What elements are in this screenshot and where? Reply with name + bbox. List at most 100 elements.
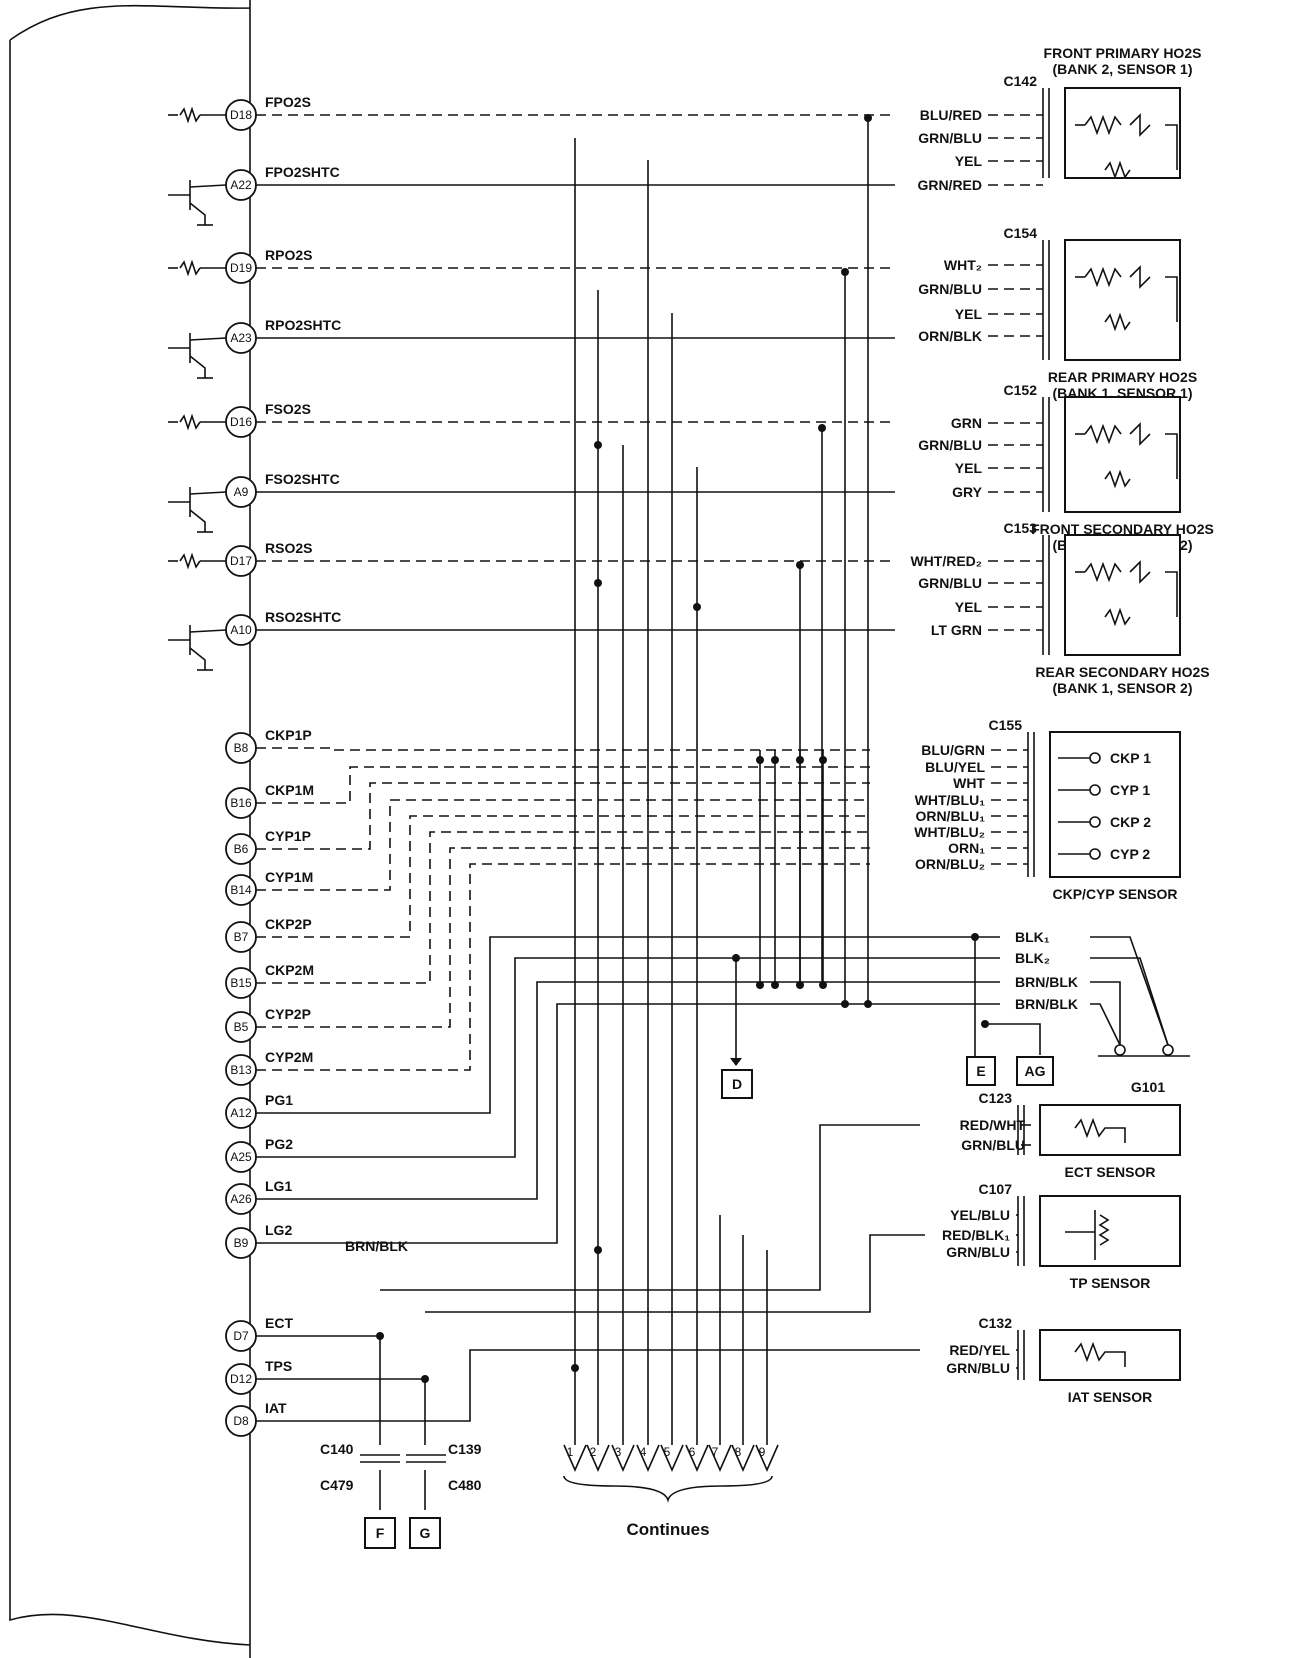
wire-color-label: WHT₂ bbox=[944, 257, 982, 273]
connector-label: C107 bbox=[979, 1181, 1013, 1197]
splice-dot bbox=[756, 756, 764, 764]
sensor-body bbox=[1039, 1329, 1181, 1381]
wire bbox=[1090, 957, 1169, 1046]
splice-dot bbox=[376, 1332, 384, 1340]
reference-box-label: AG bbox=[1025, 1063, 1046, 1079]
splice-dot bbox=[864, 114, 872, 122]
resistor-icon bbox=[179, 413, 201, 431]
continuation-pin bbox=[611, 1444, 635, 1472]
connector-label: C140 bbox=[320, 1441, 354, 1457]
wire bbox=[189, 629, 227, 633]
pin-number: D18 bbox=[230, 108, 252, 122]
pin-number: A9 bbox=[234, 485, 249, 499]
ground-terminal-icon bbox=[1114, 1044, 1126, 1056]
reference-box bbox=[721, 1069, 753, 1099]
ground-terminal-icon bbox=[1162, 1044, 1174, 1056]
pin-signal-label: LG2 bbox=[265, 1222, 292, 1238]
wire-color-label: YEL bbox=[955, 306, 983, 322]
reference-box-label: E bbox=[976, 1063, 985, 1079]
continuation-pin bbox=[586, 1444, 610, 1472]
sensor-title: REAR SECONDARY HO2S bbox=[1035, 664, 1209, 680]
continuation-pin bbox=[731, 1444, 755, 1472]
ground-wire-label: BLK₂ bbox=[1015, 950, 1050, 966]
wire bbox=[256, 815, 870, 938]
ground-label: G101 bbox=[1131, 1079, 1165, 1095]
reference-box bbox=[409, 1517, 441, 1549]
wire bbox=[256, 863, 870, 1071]
pin-signal-label: CYP2M bbox=[265, 1049, 313, 1065]
wire bbox=[256, 782, 870, 850]
splice-dot bbox=[819, 756, 827, 764]
wire-color-label: GRY bbox=[952, 484, 982, 500]
connector-label: C132 bbox=[979, 1315, 1013, 1331]
sensor-body bbox=[1039, 1195, 1181, 1267]
splice-dot bbox=[571, 1364, 579, 1372]
connector-label: C153 bbox=[1004, 520, 1038, 536]
sensor-body bbox=[1064, 396, 1181, 513]
heater-icon bbox=[1104, 607, 1131, 627]
splice-dot bbox=[819, 981, 827, 989]
pin-number: B8 bbox=[234, 741, 249, 755]
wire-color-label: RED/WHT bbox=[960, 1117, 1026, 1133]
sensor-ckp_cyp: C155BLU/GRNBLU/YELWHTWHT/BLU₁ORN/BLU₁WHT… bbox=[914, 717, 1181, 902]
wire-color-label: BLU/YEL bbox=[925, 759, 985, 775]
wire-color-label: YEL/BLU bbox=[950, 1207, 1010, 1223]
reference-box-label: F bbox=[376, 1525, 385, 1541]
ecm-pins: D18FPO2SA22FPO2SHTCD19RPO2SA23RPO2SHTCD1… bbox=[168, 94, 341, 1437]
wire-color-label: BLU/RED bbox=[920, 107, 982, 123]
wire-color-label: WHT/RED₂ bbox=[910, 553, 982, 569]
reference-box-label: G bbox=[420, 1525, 431, 1541]
pin-number: B6 bbox=[234, 842, 249, 856]
wire-color-label: GRN/BLU bbox=[946, 1244, 1010, 1260]
splice-dot bbox=[693, 603, 701, 611]
heater-icon bbox=[1104, 469, 1131, 489]
wire bbox=[256, 981, 1000, 1200]
pin-signal-label: CKP1M bbox=[265, 782, 314, 798]
continuation-pin bbox=[708, 1444, 732, 1472]
splice-dot bbox=[771, 981, 779, 989]
ground-wire-label: BLK₁ bbox=[1015, 929, 1050, 945]
wire bbox=[256, 747, 870, 751]
continuation-number: 7 bbox=[712, 1445, 719, 1459]
splice-dot bbox=[421, 1375, 429, 1383]
wire-color-label: GRN/BLU bbox=[946, 1360, 1010, 1376]
pin-signal-label: CKP2P bbox=[265, 916, 312, 932]
wire bbox=[189, 184, 227, 188]
wire bbox=[1165, 571, 1178, 617]
sensor-title: FRONT SECONDARY HO2S bbox=[1031, 521, 1214, 537]
pin-number: B9 bbox=[234, 1236, 249, 1250]
pin-signal-label: TPS bbox=[265, 1358, 292, 1374]
pin-signal-label: CKP2M bbox=[265, 962, 314, 978]
connector-label: C142 bbox=[1004, 73, 1038, 89]
splice-dot bbox=[841, 268, 849, 276]
pin-signal-label: CYP2P bbox=[265, 1006, 311, 1022]
splice-dot bbox=[594, 441, 602, 449]
heater-sensor-icon bbox=[1084, 265, 1151, 289]
lg2-wire-label: BRN/BLK bbox=[345, 1238, 408, 1254]
ckp-element-label: CYP 1 bbox=[1110, 782, 1150, 798]
pin-signal-label: RPO2S bbox=[265, 247, 312, 263]
wire bbox=[256, 799, 870, 891]
wire-color-label: GRN bbox=[951, 415, 982, 431]
wire bbox=[256, 936, 1000, 1114]
pin-number: A10 bbox=[230, 623, 252, 637]
continuation-number: 6 bbox=[689, 1445, 696, 1459]
heater-sensor-icon bbox=[1084, 560, 1151, 584]
pin-signal-label: FSO2S bbox=[265, 401, 311, 417]
pin-signal-label: CYP1M bbox=[265, 869, 313, 885]
wire bbox=[985, 1023, 1041, 1055]
continuation-number: 9 bbox=[759, 1445, 766, 1459]
sensor-title: TP SENSOR bbox=[1070, 1275, 1151, 1291]
wire bbox=[189, 509, 206, 532]
sensor-subtitle: (BANK 2, SENSOR 1) bbox=[1052, 61, 1192, 77]
potentiometer-icon bbox=[1065, 1210, 1110, 1260]
continuation-pin bbox=[660, 1444, 684, 1472]
sensor-title: FRONT PRIMARY HO2S bbox=[1044, 45, 1202, 61]
continuation-pin bbox=[685, 1444, 709, 1472]
continuation-pin bbox=[563, 1444, 587, 1472]
sensor-title: CKP/CYP SENSOR bbox=[1053, 886, 1178, 902]
